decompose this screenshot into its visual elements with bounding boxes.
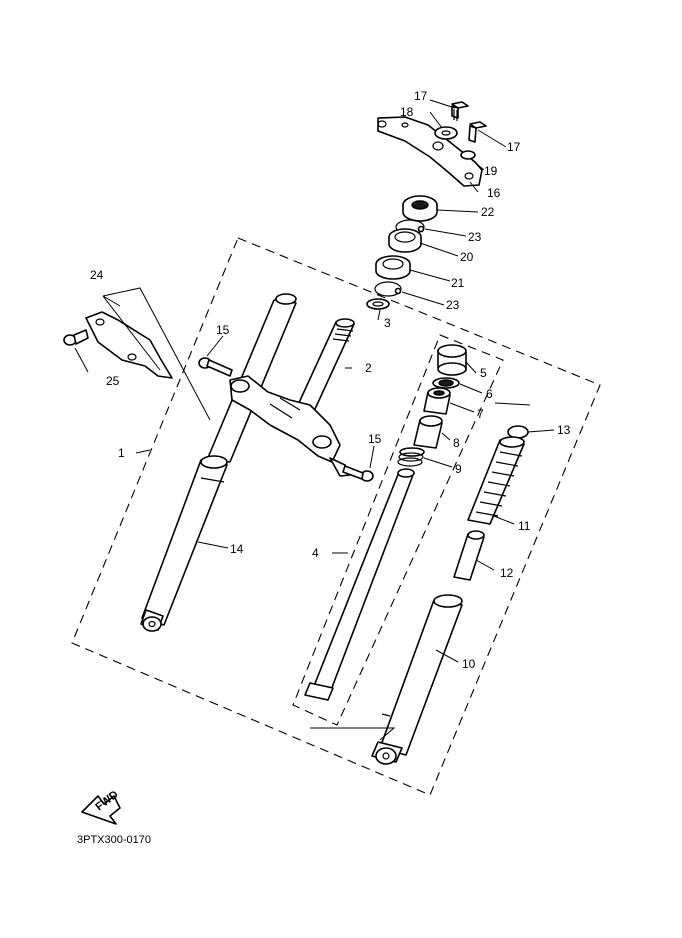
- callout-25: 25: [106, 374, 120, 388]
- part-10-outer-tube: [371, 594, 463, 765]
- callout-23-lower: 23: [446, 298, 460, 312]
- callout-15-upper: 15: [216, 323, 230, 337]
- part-25-screw: [63, 329, 89, 346]
- part-20-race: [388, 228, 422, 253]
- callout-8: 8: [453, 436, 460, 450]
- callout-23-upper: 23: [468, 230, 482, 244]
- callout-19: 19: [484, 164, 498, 178]
- callout-18: 18: [400, 105, 414, 119]
- part-3-seal: [366, 298, 390, 310]
- callout-6: 6: [486, 387, 493, 401]
- part-21-race: [375, 255, 411, 280]
- callout-13: 13: [557, 423, 571, 437]
- assembly-4-boundary: [292, 334, 504, 726]
- callout-9: 9: [455, 462, 462, 476]
- callout-11: 11: [518, 519, 531, 533]
- part-17-bolt-right: [468, 121, 487, 143]
- part-19-washer: [460, 150, 476, 160]
- callout-20: 20: [460, 250, 474, 264]
- part-22-ring-nut: [402, 195, 438, 222]
- assembly-1-boundary: [71, 237, 601, 796]
- part-23-ball-race-lower: [374, 281, 402, 297]
- part-8-spacer: [413, 415, 443, 449]
- callout-24: 24: [90, 268, 104, 282]
- part-11-spring: [467, 436, 525, 525]
- part-16-upper-bracket: [377, 116, 483, 187]
- callout-5: 5: [480, 366, 487, 380]
- callout-10: 10: [462, 657, 476, 671]
- part-15-bolt-upper: [198, 357, 233, 377]
- callout-22: 22: [481, 205, 495, 219]
- callout-17-left: 17: [414, 89, 428, 103]
- callout-16: 16: [487, 186, 501, 200]
- part-24-mount-plate: [85, 311, 173, 379]
- part-15-bolt-lower: [342, 465, 374, 482]
- callout-7: 7: [477, 407, 484, 421]
- callout-14: 14: [230, 542, 244, 556]
- part-4-inner-tube: [304, 468, 415, 701]
- callout-17-right: 17: [507, 140, 521, 154]
- part-6-oring: [432, 377, 460, 389]
- part-18-washer: [434, 126, 458, 140]
- callout-12: 12: [500, 566, 514, 580]
- part-1-under-bracket: [229, 375, 351, 477]
- callout-4: 4: [312, 546, 319, 560]
- diagram-code: 3PTX300-0170: [77, 834, 151, 846]
- part-12-piston: [453, 530, 485, 581]
- part-9-spring: [397, 447, 425, 467]
- callout-21: 21: [451, 276, 465, 290]
- part-17-bolt-left: [451, 101, 469, 121]
- callout-2: 2: [365, 361, 372, 375]
- callout-1: 1: [118, 446, 125, 460]
- callout-3: 3: [384, 316, 391, 330]
- part-7-bushing: [423, 387, 451, 415]
- part-14-left-fork-leg: [140, 293, 297, 632]
- part-13-cap: [507, 425, 529, 439]
- part-5-cap: [437, 344, 467, 376]
- callout-15-lower: 15: [368, 432, 382, 446]
- fwd-arrow-icon: FWD: [81, 788, 121, 825]
